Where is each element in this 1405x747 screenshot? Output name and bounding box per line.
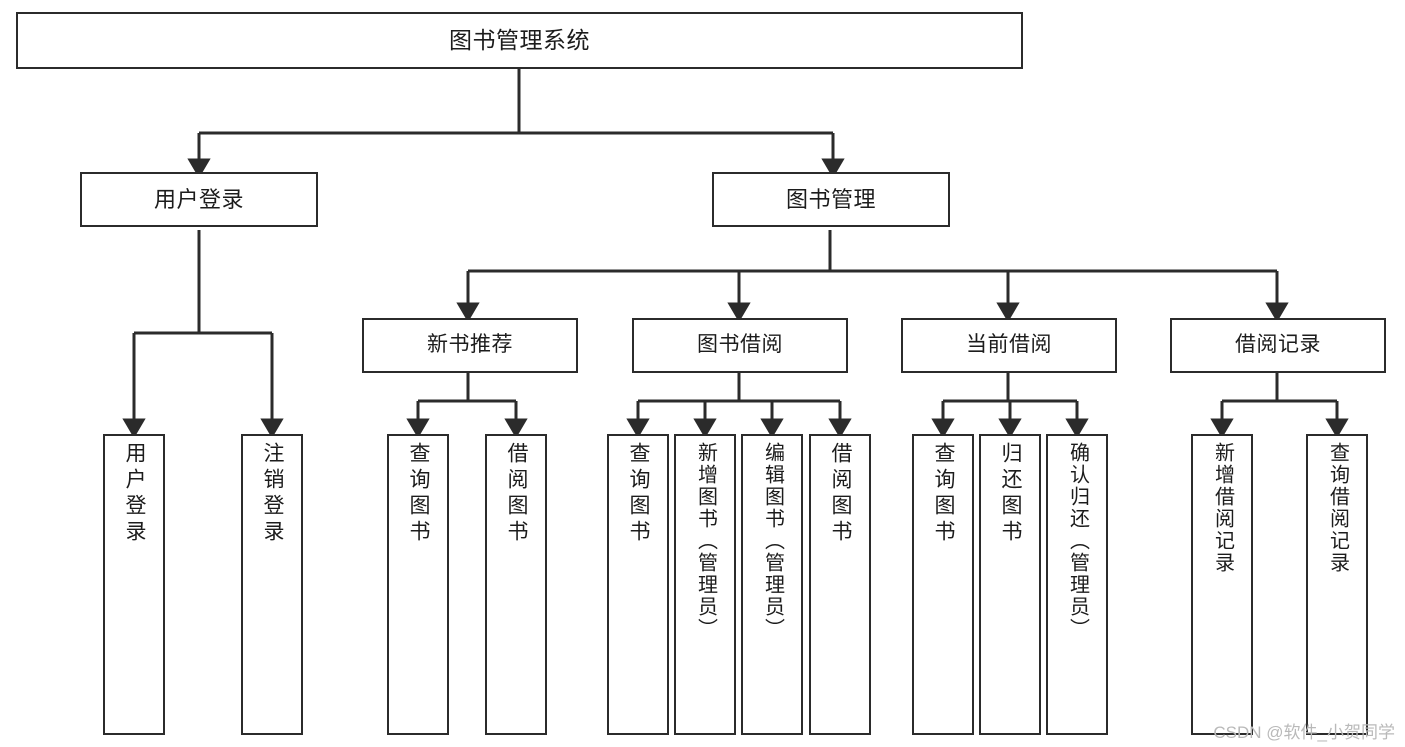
leaf-confirm-return-label: 确认归还（管理员） bbox=[1066, 442, 1089, 640]
node-book-management[interactable]: 图书管理 bbox=[712, 172, 950, 227]
node-borrow-record[interactable]: 借阅记录 bbox=[1170, 318, 1386, 373]
leaf-borrow-book-1[interactable]: 借阅图书 bbox=[485, 434, 547, 735]
leaf-query-book-2-label: 查询图书 bbox=[627, 442, 651, 546]
node-user-login[interactable]: 用户登录 bbox=[80, 172, 318, 227]
leaf-query-record[interactable]: 查询借阅记录 bbox=[1306, 434, 1368, 735]
leaf-logout-login-label: 注销登录 bbox=[261, 442, 285, 546]
leaf-confirm-return[interactable]: 确认归还（管理员） bbox=[1046, 434, 1108, 735]
leaf-borrow-book-2-label: 借阅图书 bbox=[829, 442, 853, 546]
leaf-borrow-book-1-label: 借阅图书 bbox=[505, 442, 529, 546]
node-root-label: 图书管理系统 bbox=[449, 26, 590, 53]
node-root[interactable]: 图书管理系统 bbox=[16, 12, 1023, 69]
leaf-query-book-3[interactable]: 查询图书 bbox=[912, 434, 974, 735]
leaf-user-login[interactable]: 用户登录 bbox=[103, 434, 165, 735]
leaf-add-record[interactable]: 新增借阅记录 bbox=[1191, 434, 1253, 735]
node-book-borrow-label: 图书借阅 bbox=[697, 333, 783, 357]
node-new-book-recommend[interactable]: 新书推荐 bbox=[362, 318, 578, 373]
leaf-user-login-label: 用户登录 bbox=[123, 442, 147, 546]
leaf-add-book-label: 新增图书（管理员） bbox=[694, 442, 717, 640]
leaf-query-book-2[interactable]: 查询图书 bbox=[607, 434, 669, 735]
leaf-borrow-book-2[interactable]: 借阅图书 bbox=[809, 434, 871, 735]
node-book-management-label: 图书管理 bbox=[785, 186, 876, 212]
leaf-logout-login[interactable]: 注销登录 bbox=[241, 434, 303, 735]
leaf-return-book[interactable]: 归还图书 bbox=[979, 434, 1041, 735]
leaf-query-book-1[interactable]: 查询图书 bbox=[387, 434, 449, 735]
node-borrow-record-label: 借阅记录 bbox=[1235, 333, 1321, 357]
leaf-return-book-label: 归还图书 bbox=[999, 442, 1023, 546]
leaf-edit-book[interactable]: 编辑图书（管理员） bbox=[741, 434, 803, 735]
node-current-borrow[interactable]: 当前借阅 bbox=[901, 318, 1117, 373]
leaf-add-record-label: 新增借阅记录 bbox=[1211, 442, 1234, 574]
leaf-add-book[interactable]: 新增图书（管理员） bbox=[674, 434, 736, 735]
leaf-query-book-1-label: 查询图书 bbox=[407, 442, 431, 546]
leaf-query-book-3-label: 查询图书 bbox=[932, 442, 956, 546]
node-book-borrow[interactable]: 图书借阅 bbox=[632, 318, 848, 373]
leaf-query-record-label: 查询借阅记录 bbox=[1326, 442, 1349, 574]
node-user-login-label: 用户登录 bbox=[153, 186, 244, 212]
leaf-edit-book-label: 编辑图书（管理员） bbox=[761, 442, 784, 640]
csdn-watermark: CSDN @软件_小贺同学 bbox=[1213, 723, 1395, 742]
node-current-borrow-label: 当前借阅 bbox=[966, 333, 1052, 357]
node-new-book-recommend-label: 新书推荐 bbox=[427, 333, 513, 357]
